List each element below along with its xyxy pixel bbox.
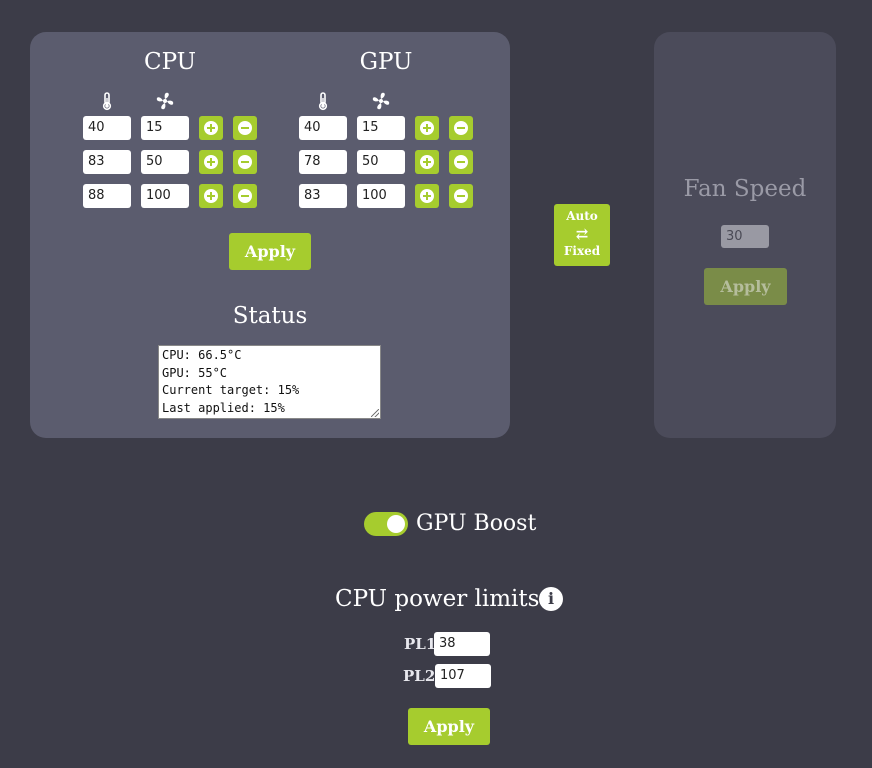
pl2-label: PL2 (403, 667, 436, 685)
status-title: Status (232, 303, 308, 329)
cpu-fan-input-3[interactable]: 100 (141, 184, 189, 208)
cpu-column-title: CPU (143, 49, 197, 75)
plus-circle-icon (420, 155, 434, 169)
gpu-temp-input-2[interactable]: 78 (299, 150, 347, 174)
thermometer-icon (318, 92, 328, 111)
mode-auto-label: Auto (566, 209, 598, 223)
info-icon[interactable]: i (539, 587, 563, 611)
gpu-fan-input-2[interactable]: 50 (357, 150, 405, 174)
cpu-fan-input-1[interactable]: 15 (141, 116, 189, 140)
power-limits-apply-button[interactable]: Apply (408, 708, 490, 745)
gpu-fan-input-1[interactable]: 15 (357, 116, 405, 140)
gpu-boost-toggle[interactable] (364, 512, 408, 536)
mode-fixed-label: Fixed (563, 244, 601, 258)
resize-handle[interactable] (371, 409, 379, 417)
plus-circle-icon (204, 155, 218, 169)
fan-speed-apply-button[interactable]: Apply (704, 268, 787, 305)
minus-circle-icon (454, 121, 468, 135)
gpu-remove-point-button-3[interactable] (449, 184, 473, 208)
cpu-remove-point-button-3[interactable] (233, 184, 257, 208)
gpu-add-point-button-3[interactable] (415, 184, 439, 208)
minus-circle-icon (238, 155, 252, 169)
gpu-column-title: GPU (359, 49, 413, 75)
gpu-add-point-button-1[interactable] (415, 116, 439, 140)
minus-circle-icon (454, 189, 468, 203)
fan-speed-title: Fan Speed (683, 176, 807, 202)
cpu-fan-input-2[interactable]: 50 (141, 150, 189, 174)
cpu-add-point-button-1[interactable] (199, 116, 223, 140)
cpu-temp-input-1[interactable]: 40 (83, 116, 131, 140)
gpu-remove-point-button-1[interactable] (449, 116, 473, 140)
minus-circle-icon (238, 189, 252, 203)
curve-apply-button[interactable]: Apply (229, 233, 311, 270)
gpu-temp-input-1[interactable]: 40 (299, 116, 347, 140)
status-textarea[interactable]: CPU: 66.5°C GPU: 55°C Current target: 15… (158, 345, 381, 419)
pl1-input[interactable]: 38 (434, 632, 490, 656)
cpu-temp-input-3[interactable]: 88 (83, 184, 131, 208)
gpu-remove-point-button-2[interactable] (449, 150, 473, 174)
plus-circle-icon (204, 189, 218, 203)
fan-icon (156, 92, 174, 110)
swap-arrows-icon: ⇄ (575, 225, 589, 243)
gpu-boost-label: GPU Boost (416, 511, 537, 536)
pl1-label: PL1 (404, 635, 437, 653)
minus-circle-icon (454, 155, 468, 169)
plus-circle-icon (420, 189, 434, 203)
thermometer-icon (102, 92, 112, 111)
cpu-remove-point-button-1[interactable] (233, 116, 257, 140)
cpu-add-point-button-2[interactable] (199, 150, 223, 174)
auto-fixed-toggle-button[interactable]: Auto ⇄ Fixed (554, 204, 610, 266)
plus-circle-icon (420, 121, 434, 135)
plus-circle-icon (204, 121, 218, 135)
minus-circle-icon (238, 121, 252, 135)
fan-speed-input[interactable]: 30 (721, 225, 769, 248)
gpu-fan-input-3[interactable]: 100 (357, 184, 405, 208)
pl2-input[interactable]: 107 (435, 664, 491, 688)
toggle-knob (387, 515, 405, 533)
cpu-temp-input-2[interactable]: 83 (83, 150, 131, 174)
status-text: CPU: 66.5°C GPU: 55°C Current target: 15… (162, 348, 300, 415)
power-limits-title: CPU power limits (335, 586, 540, 612)
gpu-add-point-button-2[interactable] (415, 150, 439, 174)
cpu-remove-point-button-2[interactable] (233, 150, 257, 174)
gpu-temp-input-3[interactable]: 83 (299, 184, 347, 208)
cpu-add-point-button-3[interactable] (199, 184, 223, 208)
fan-icon (372, 92, 390, 110)
